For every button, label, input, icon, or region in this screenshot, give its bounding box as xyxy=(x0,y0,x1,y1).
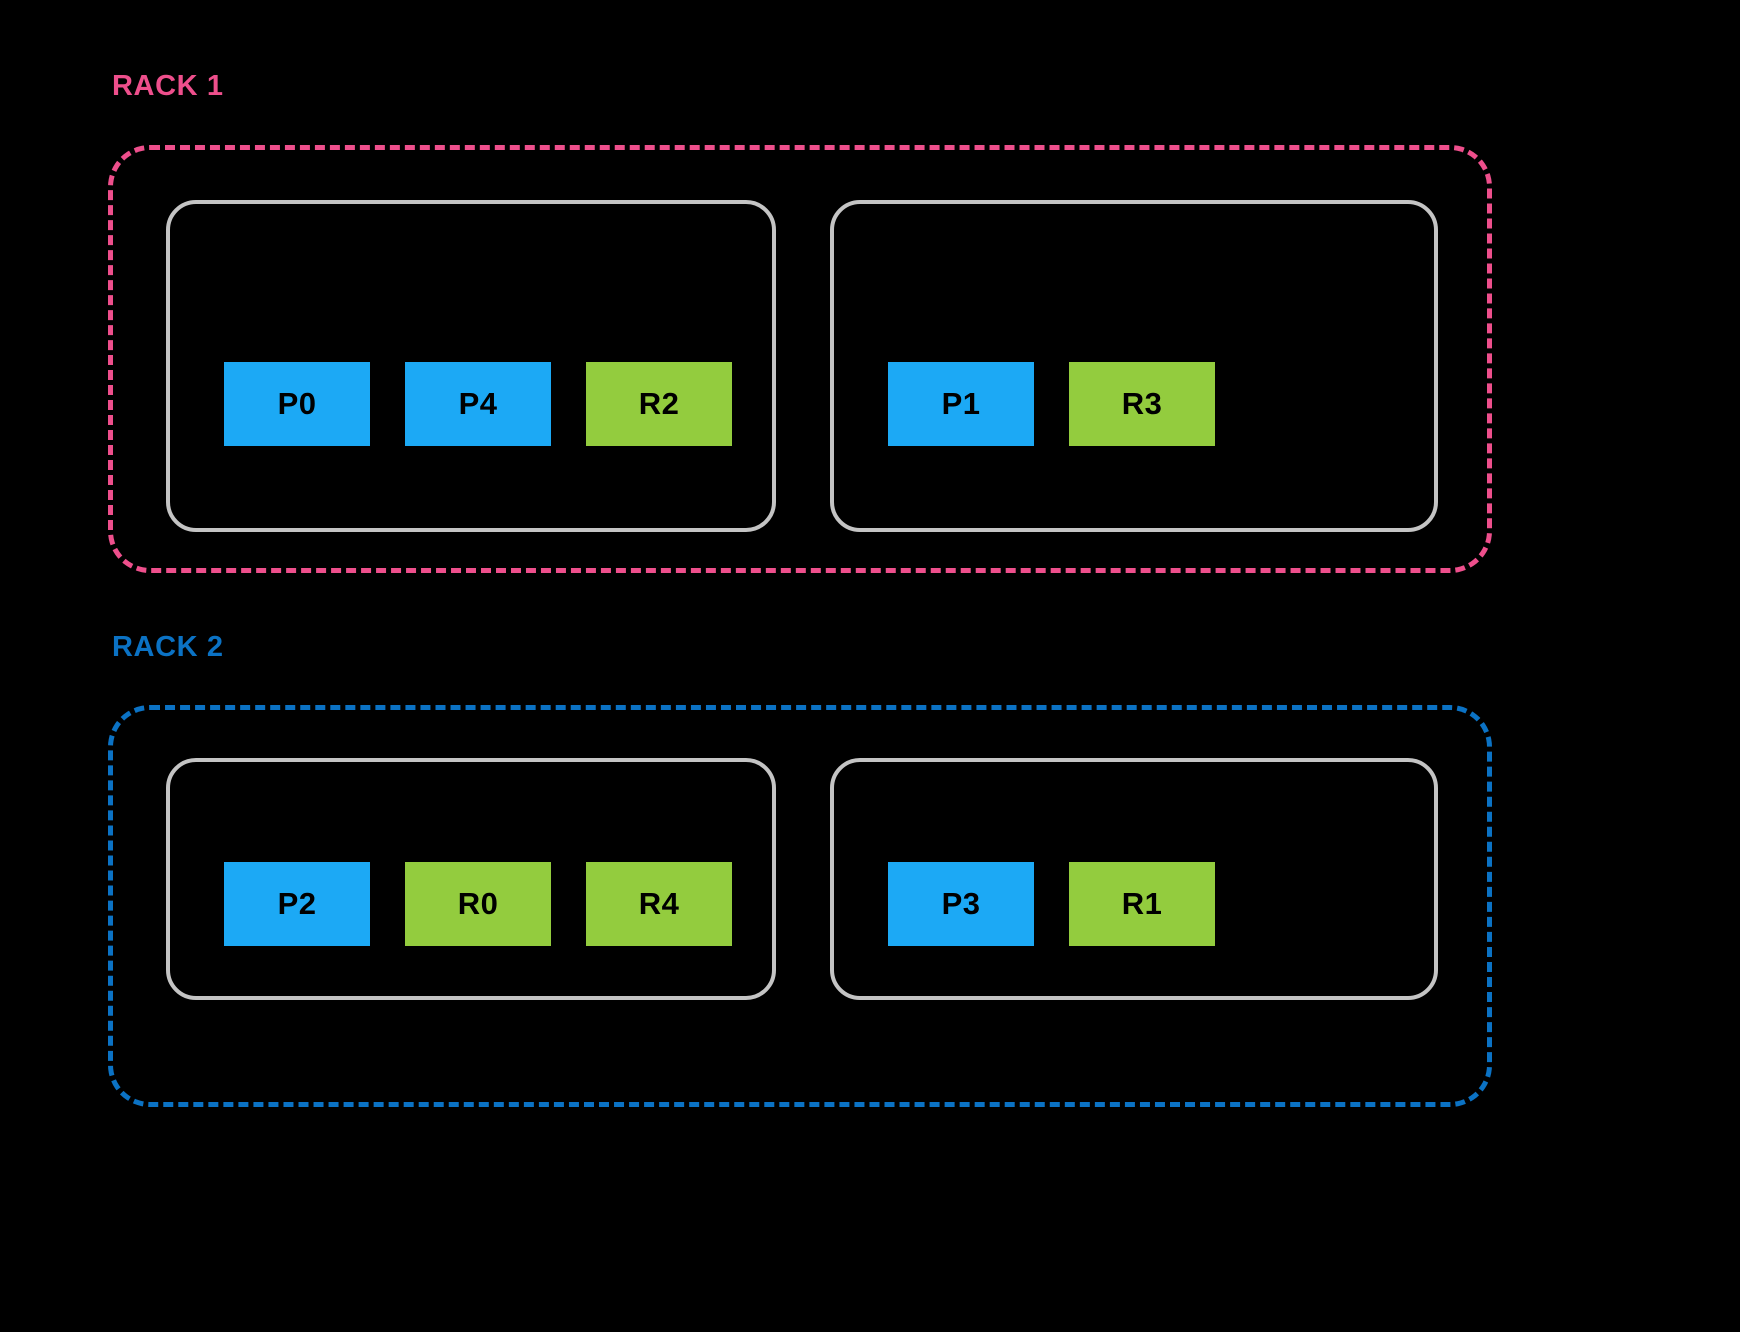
node-4-blocks: P3 R1 xyxy=(888,862,1215,946)
rack-label-1: RACK 1 xyxy=(112,70,224,102)
block-p0[interactable]: P0 xyxy=(224,362,370,446)
block-r3[interactable]: R3 xyxy=(1069,362,1215,446)
rack-label-2: RACK 2 xyxy=(112,631,224,663)
block-r1[interactable]: R1 xyxy=(1069,862,1215,946)
block-p2[interactable]: P2 xyxy=(224,862,370,946)
block-p3[interactable]: P3 xyxy=(888,862,1034,946)
node-3-blocks: P2 R0 R4 xyxy=(224,862,732,946)
rack-boundary-2 xyxy=(108,705,1492,1107)
block-r2[interactable]: R2 xyxy=(586,362,732,446)
block-p1[interactable]: P1 xyxy=(888,362,1034,446)
node-box-4[interactable]: P3 R1 xyxy=(830,758,1438,1000)
node-1-blocks: P0 P4 R2 xyxy=(224,362,732,446)
rack-group-1: RACK 1 xyxy=(108,0,1492,600)
rack-boundary-1 xyxy=(108,145,1492,573)
block-r4[interactable]: R4 xyxy=(586,862,732,946)
rack-group-2: RACK 2 xyxy=(108,633,1492,1193)
node-box-3[interactable]: P2 R0 R4 xyxy=(166,758,776,1000)
node-2-blocks: P1 R3 xyxy=(888,362,1215,446)
block-r0[interactable]: R0 xyxy=(405,862,551,946)
block-p4[interactable]: P4 xyxy=(405,362,551,446)
node-box-1[interactable]: P0 P4 R2 xyxy=(166,200,776,532)
node-box-2[interactable]: P1 R3 xyxy=(830,200,1438,532)
